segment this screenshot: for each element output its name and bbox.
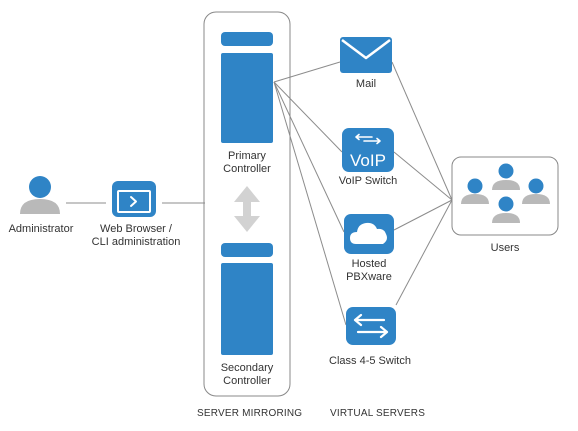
user-person-icon (461, 178, 489, 204)
hosted-pbxware-label: Hosted PBXware (329, 258, 409, 284)
link-primary-voip (273, 81, 343, 153)
users-group-icon (461, 163, 550, 223)
swap-arrows-icon (346, 307, 396, 345)
primary-controller-label-line1: Primary (228, 150, 266, 162)
mirroring-double-arrow-icon (234, 186, 260, 232)
users-group-box (451, 156, 559, 236)
primary-controller-label: Primary Controller (207, 150, 287, 176)
web-browser-label: Web Browser / CLI administration (82, 223, 190, 249)
web-browser-label-line1: Web Browser / (100, 223, 172, 235)
web-browser-label-line2: CLI administration (91, 236, 181, 248)
user-person-icon (492, 196, 520, 223)
administrator-person-icon (20, 176, 60, 214)
link-primary-mail (273, 61, 341, 83)
secondary-controller-label-line1: Secondary (220, 362, 274, 374)
primary-controller-label-line2: Controller (223, 163, 271, 175)
hosted-pbxware-label-line1: Hosted (351, 258, 387, 270)
link-mail-users (391, 61, 453, 201)
prompt-chevron (130, 196, 137, 207)
link-voip-users (393, 151, 453, 201)
user-person-icon (492, 163, 520, 190)
person-head (29, 176, 51, 198)
secondary-controller-label-line2: Controller (223, 375, 271, 387)
secondary-server-icon (221, 243, 273, 355)
cloud-icon (344, 214, 394, 254)
browser-terminal-icon (112, 181, 156, 217)
server-mirroring-box (203, 11, 291, 397)
hosted-pbxware-label-line2: PBXware (346, 271, 392, 283)
mail-label: Mail (355, 78, 377, 90)
voip-switch-label: VoIP Switch (338, 175, 398, 187)
primary-server-icon (221, 32, 273, 143)
link-primary-pbx (273, 81, 345, 233)
primary-server-top (221, 32, 273, 46)
primary-server-body (221, 53, 273, 143)
virtual-servers-caption: VIRTUAL SERVERS (330, 408, 426, 419)
browser-screen (117, 190, 151, 213)
link-class45-users (395, 199, 453, 306)
person-shoulders (20, 199, 60, 214)
voip-icon-text: VoIP (350, 151, 386, 170)
envelope-icon (340, 37, 392, 73)
connector-lines (66, 61, 453, 326)
voip-switch-icon: VoIP (342, 128, 394, 172)
server-mirroring-caption: SERVER MIRRORING (197, 408, 303, 419)
administrator-label: Administrator (8, 223, 74, 235)
secondary-controller-label: Secondary Controller (207, 362, 287, 388)
secondary-server-body (221, 263, 273, 355)
link-pbx-users (393, 199, 453, 231)
class45-switch-label: Class 4-5 Switch (329, 355, 411, 367)
secondary-server-top (221, 243, 273, 257)
users-label: Users (490, 242, 520, 254)
link-primary-class45 (273, 81, 347, 326)
user-person-icon (522, 178, 550, 204)
